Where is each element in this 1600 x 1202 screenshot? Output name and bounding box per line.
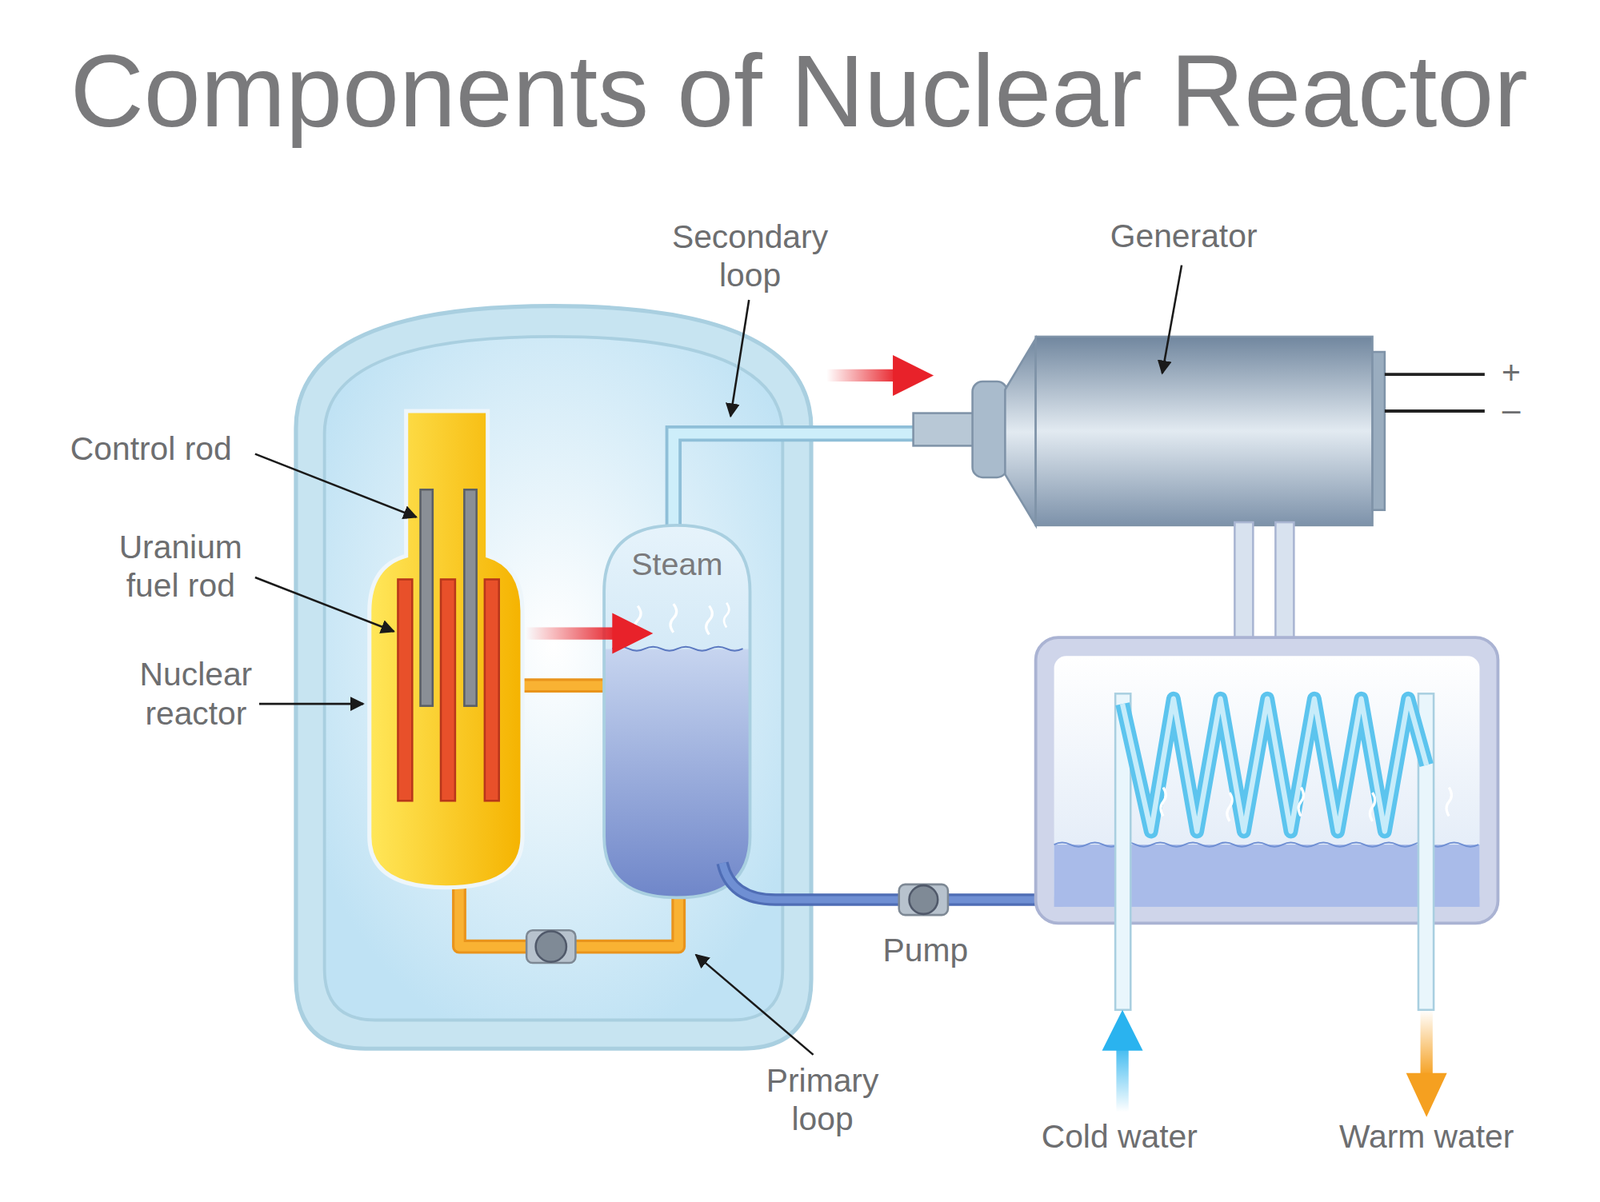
part-label: Uranium fuel rod [93, 527, 268, 606]
part-label: Secondary loop [663, 217, 837, 296]
water-flow-arrows [1102, 1010, 1448, 1118]
part-label: + [1501, 352, 1521, 392]
red-heat-arrows [525, 355, 934, 655]
steam-generator [604, 525, 750, 899]
primary-pump [526, 930, 576, 964]
containment [296, 306, 812, 1050]
part-label: Control rod [70, 429, 232, 469]
condenser [1036, 522, 1499, 1011]
generator [913, 336, 1485, 526]
return-pipe [722, 863, 1067, 916]
part-label: Cold water [1041, 1117, 1198, 1157]
part-label: Primary loop [745, 1061, 899, 1140]
secondary-pipe [673, 433, 919, 531]
part-label: Pump [883, 930, 969, 970]
part-label: – [1502, 389, 1521, 429]
vessel-label: Steam [604, 545, 750, 584]
leader-lines [255, 265, 1182, 1056]
part-label: Nuclear reactor [119, 655, 272, 734]
part-label: Generator [1110, 216, 1258, 256]
reactor-vessel [369, 411, 523, 888]
steam-generator-vessel: Steam [604, 525, 750, 899]
diagram-title: Components of Nuclear Reactor [70, 34, 1528, 147]
part-label: Warm water [1339, 1117, 1514, 1157]
